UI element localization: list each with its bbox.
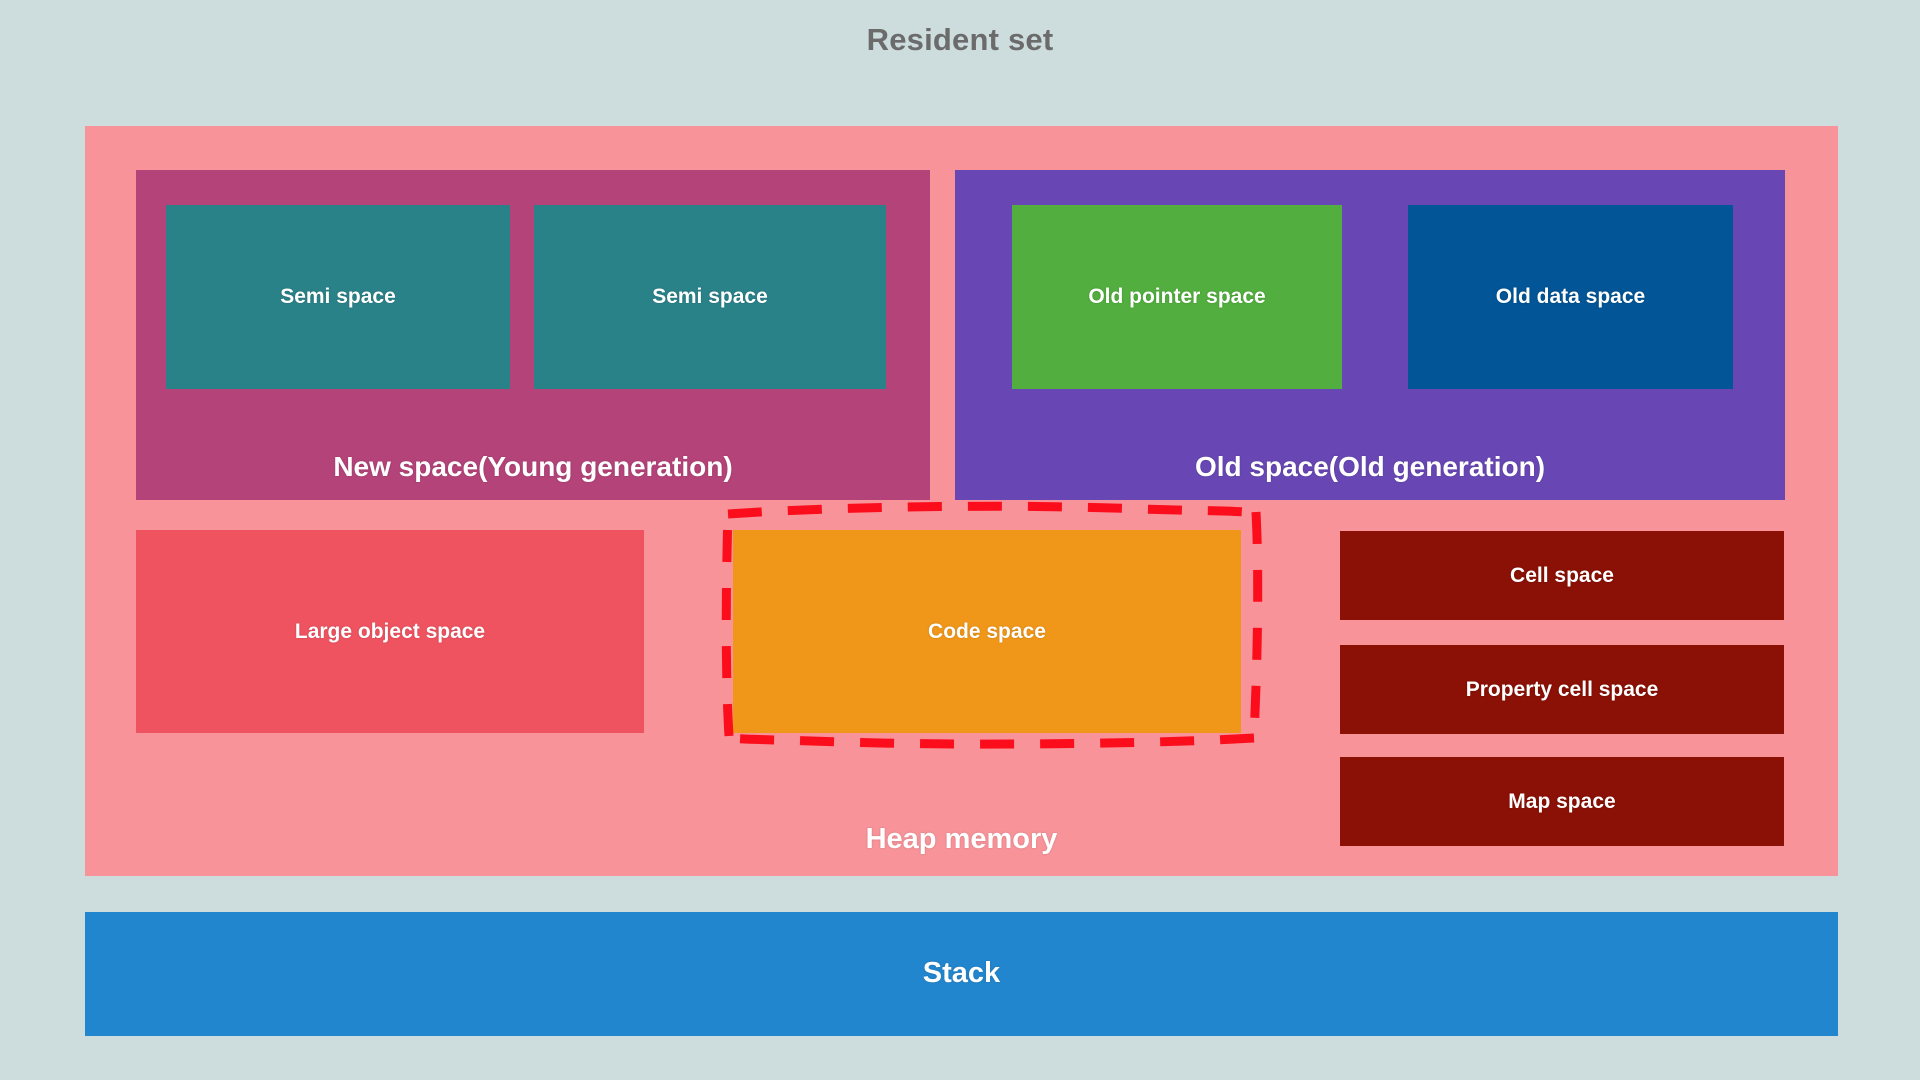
- semi-space-label-2: Semi space: [652, 285, 768, 309]
- map-space-box: Map space: [1340, 757, 1784, 846]
- semi-space-box-2: Semi space: [534, 205, 886, 389]
- semi-space-label-1: Semi space: [280, 285, 396, 309]
- large-object-space-box: Large object space: [136, 530, 644, 733]
- property-cell-space-label: Property cell space: [1465, 677, 1659, 701]
- old-pointer-space-label: Old pointer space: [1088, 285, 1266, 309]
- property-cell-space-box: Property cell space: [1340, 645, 1784, 734]
- page-title: Resident set: [866, 22, 1054, 57]
- old-data-space-box: Old data space: [1408, 205, 1733, 389]
- heap-memory-label: Heap memory: [865, 823, 1058, 856]
- map-space-label: Map space: [1508, 789, 1616, 813]
- old-data-space-label: Old data space: [1495, 285, 1646, 309]
- cell-space-box: Cell space: [1340, 531, 1784, 620]
- stack-region: Stack: [85, 912, 1838, 1036]
- stack-label: Stack: [922, 957, 1001, 990]
- old-pointer-space-box: Old pointer space: [1012, 205, 1342, 389]
- code-space-label: Code space: [928, 619, 1046, 643]
- large-object-space-label: Large object space: [294, 619, 486, 643]
- old-space-label: Old space(Old generation): [1194, 451, 1546, 483]
- semi-space-box-1: Semi space: [166, 205, 510, 389]
- cell-space-label: Cell space: [1510, 563, 1614, 587]
- code-space-box: Code space: [733, 530, 1241, 733]
- new-space-label: New space(Young generation): [333, 451, 733, 483]
